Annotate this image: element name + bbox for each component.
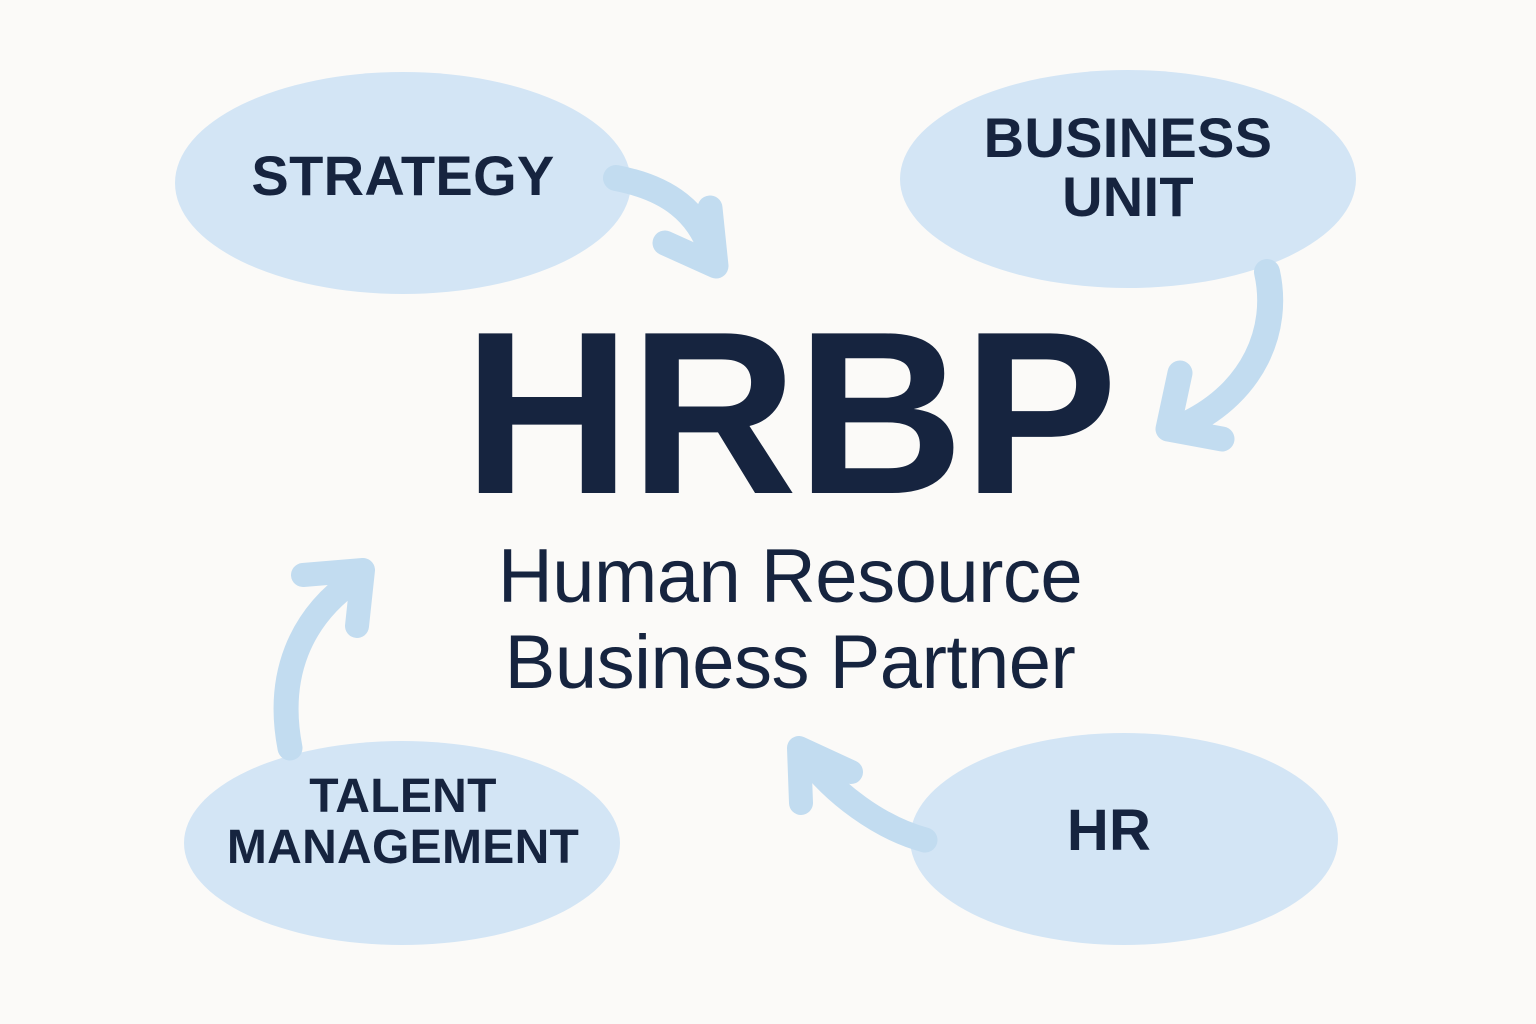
arrow-hr-to-center [787,736,938,853]
node-shape-strategy[interactable] [175,72,631,294]
arrow-business-unit-to-center [1155,259,1284,452]
node-shape-hr[interactable] [910,733,1338,945]
node-shape-business-unit[interactable] [900,70,1356,288]
arrow-strategy-to-center [603,165,729,279]
node-shape-talent-management[interactable] [184,741,620,945]
arrow-talent-management-to-center [273,558,375,761]
